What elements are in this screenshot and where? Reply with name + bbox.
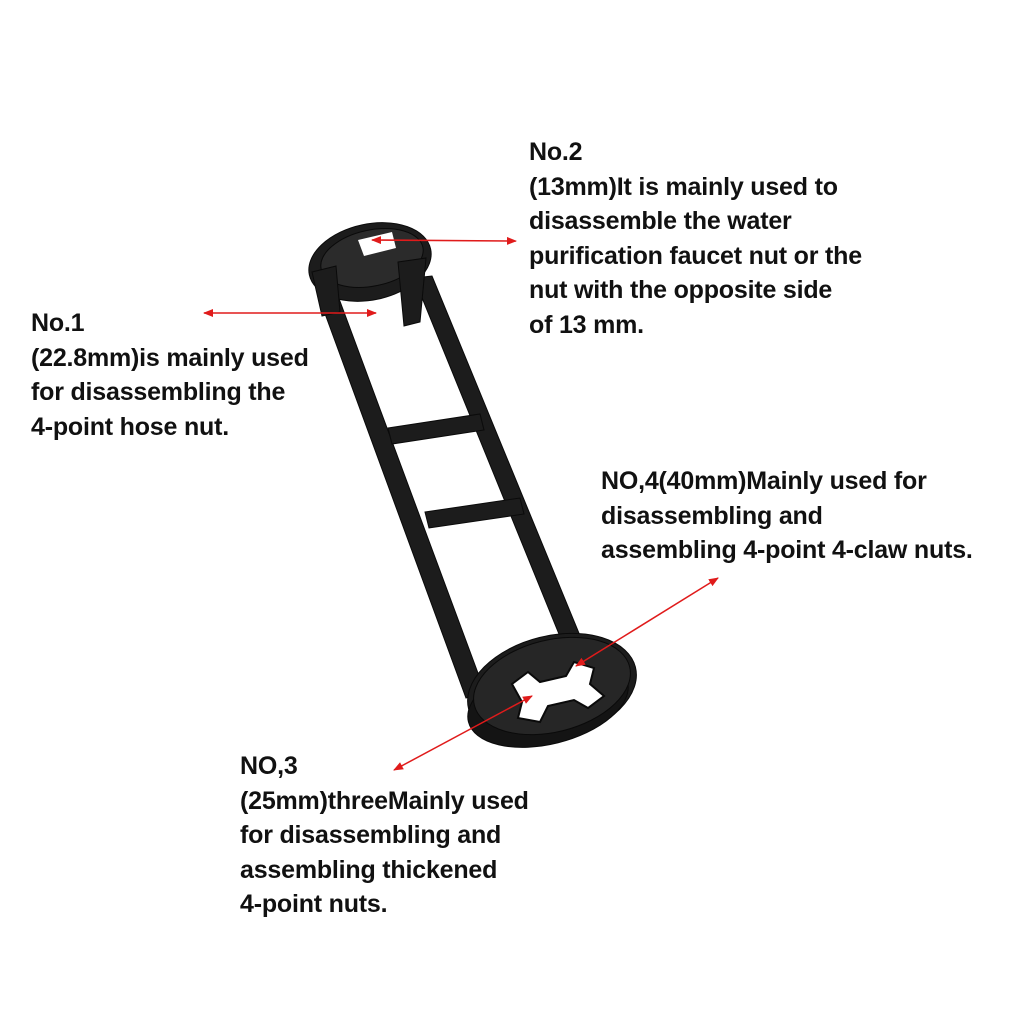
callout-no3-line: 4-point nuts.: [240, 890, 388, 918]
callout-no2-line: nut with the opposite side: [529, 276, 833, 304]
left-claw: [311, 265, 341, 317]
callout-no3-line: (25mm)threeMainly used: [240, 786, 529, 815]
callout-no1-line: 4-point hose nut.: [31, 412, 229, 441]
callout-no2: No.2 (13mm)It is mainly used to disassem…: [529, 135, 862, 342]
callout-no3-line: for disassembling and: [240, 821, 502, 849]
callout-no2-line: (13mm)It is mainly used to: [529, 172, 838, 201]
arrow-no2: [371, 236, 517, 245]
arrow-no4: [575, 577, 719, 667]
callout-no3-line: NO,3: [240, 752, 298, 780]
callout-no4-line: disassembling and: [601, 501, 823, 530]
callout-no1: No.1 (22.8mm)is mainly used for disassem…: [31, 306, 309, 444]
callout-no2-line: purification faucet nut or the: [529, 241, 862, 270]
right-claw: [397, 257, 427, 327]
callout-no2-line: No.2: [529, 138, 583, 166]
callout-no4-line: assembling 4-point 4-claw nuts.: [601, 536, 973, 564]
callout-no2-line: disassemble the water: [529, 207, 792, 235]
arrow-no3: [393, 695, 533, 771]
callout-no4-line: NO,4(40mm)Mainly used for: [601, 467, 927, 495]
cross-bar-upper: [387, 413, 485, 445]
small-head: [308, 222, 432, 327]
callout-no1-line: for disassembling the: [31, 378, 286, 406]
pointer-arrows: [203, 236, 719, 771]
callout-no2-line: of 13 mm.: [529, 310, 644, 339]
callout-no4: NO,4(40mm)Mainly used for disassembling …: [601, 464, 973, 568]
callout-no3-line: assembling thickened: [240, 855, 498, 884]
cross-bar-lower: [424, 497, 525, 529]
callout-no3: NO,3 (25mm)threeMainly used for disassem…: [240, 749, 529, 922]
callout-no1-line: (22.8mm)is mainly used: [31, 343, 309, 372]
callout-no1-line: No.1: [31, 309, 85, 337]
